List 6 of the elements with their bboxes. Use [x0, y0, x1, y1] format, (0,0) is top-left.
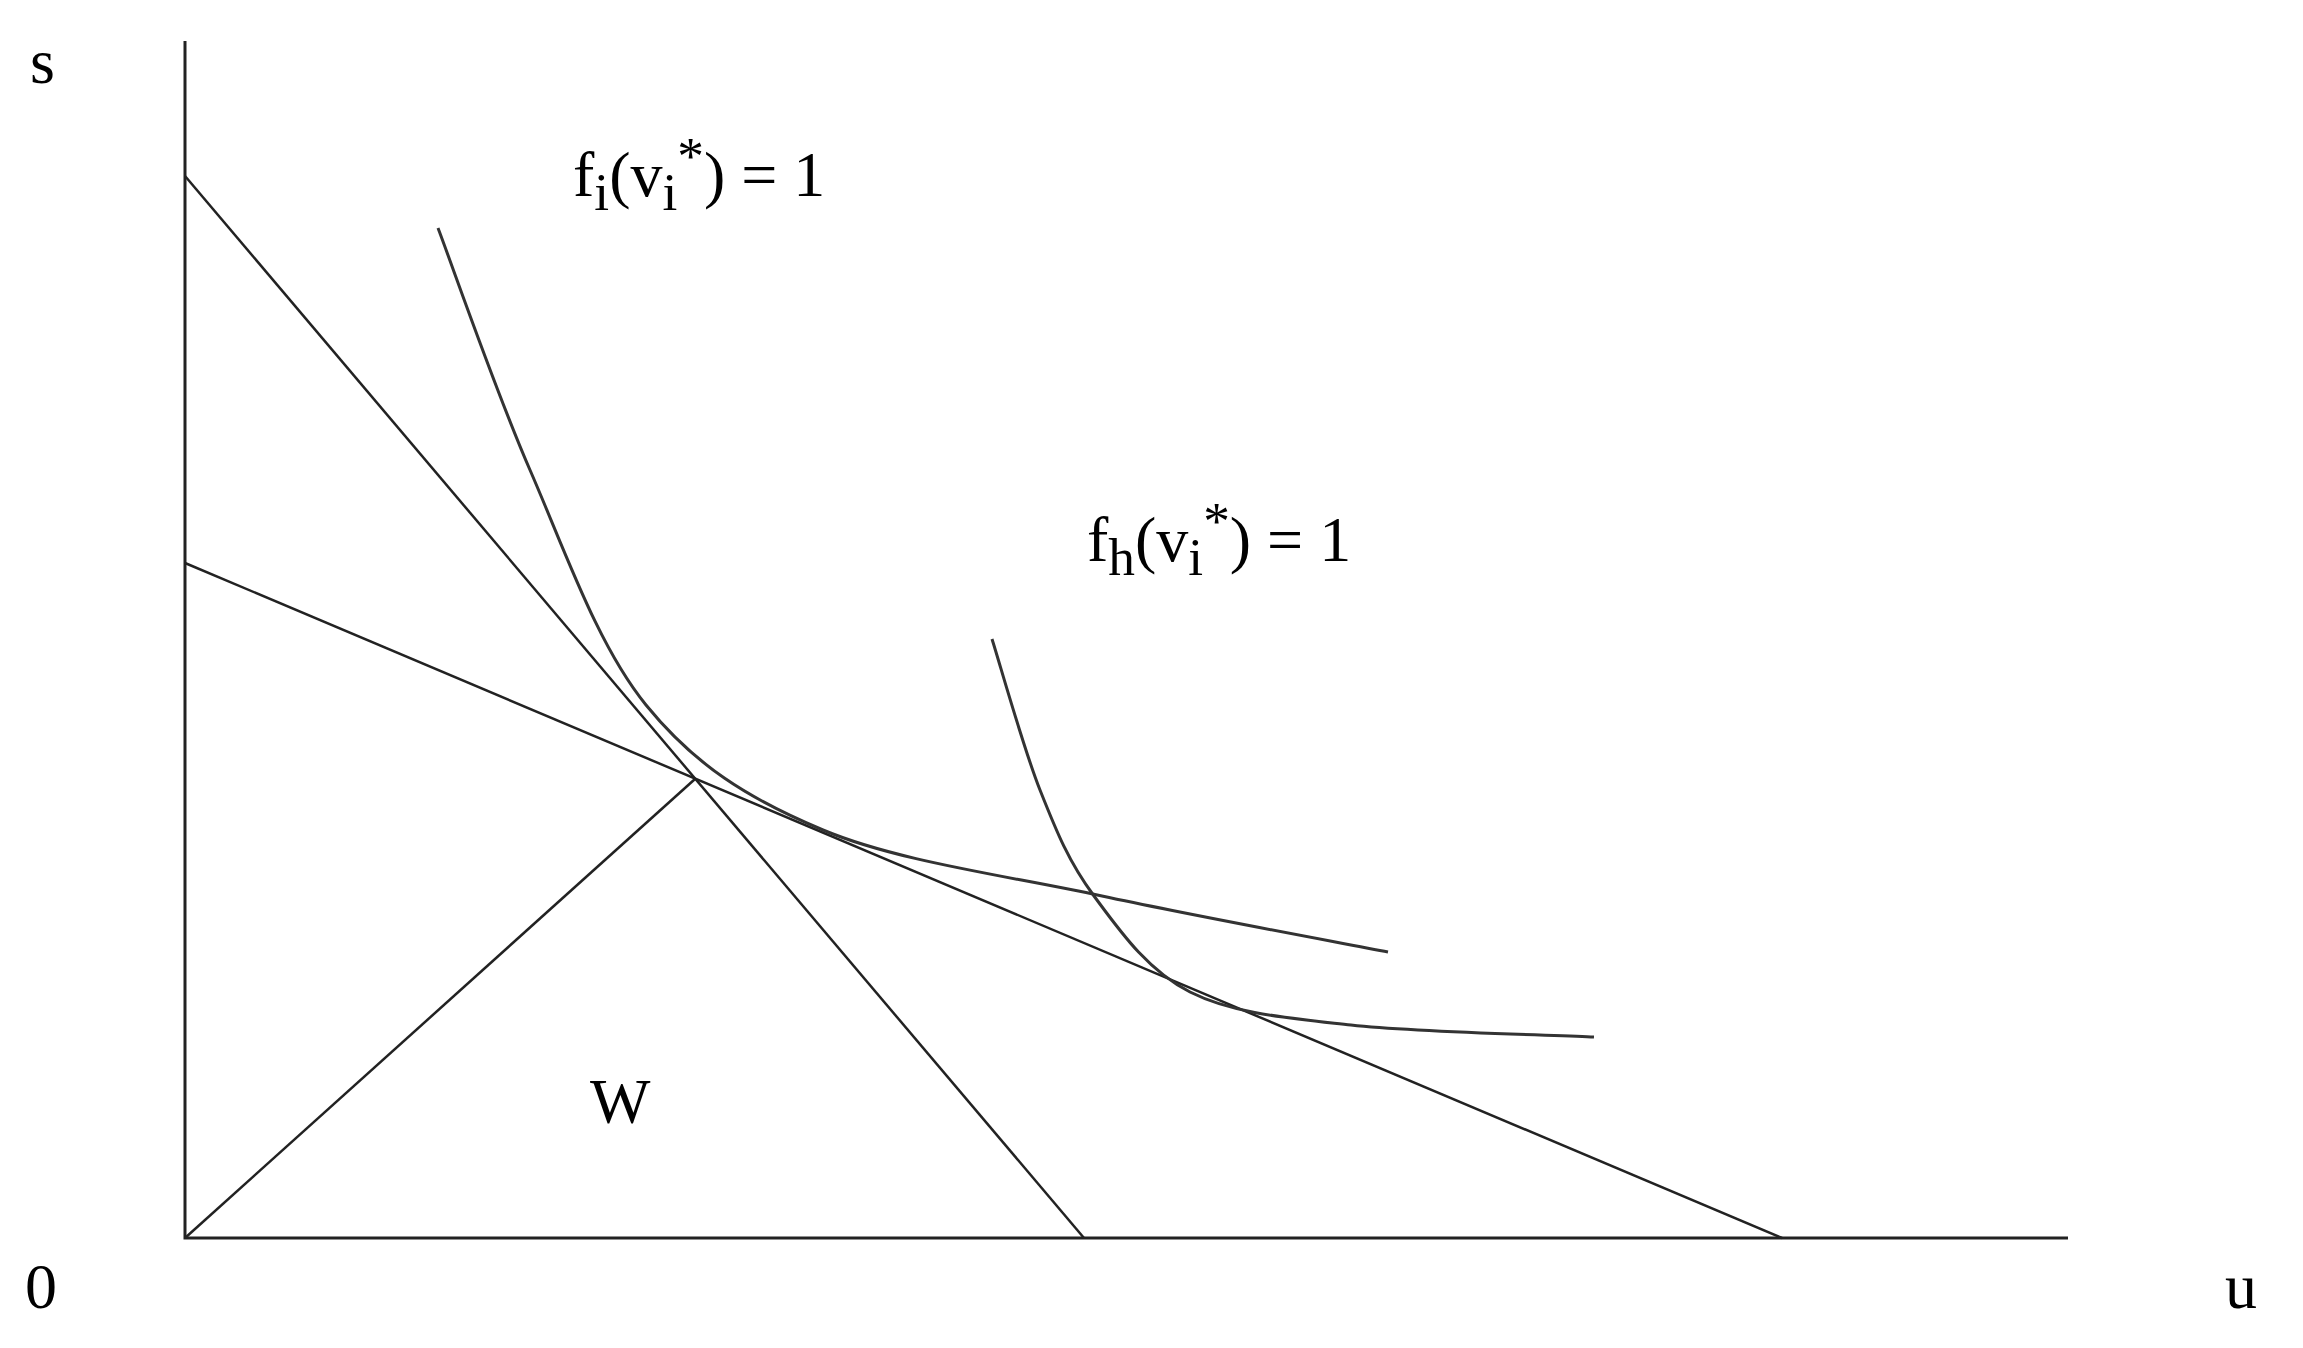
origin-label: 0 [25, 1255, 57, 1319]
region-label: W [590, 1070, 651, 1134]
axis-label: s [30, 30, 55, 94]
curve-label: f$_{i}$(v$_{i}$$^{*}$) = 1 [573, 130, 826, 220]
axis-label: u [2225, 1255, 2257, 1319]
curve-label: f$_{h}$(v$_{i}$$^{*}$) = 1 [1087, 495, 1352, 585]
